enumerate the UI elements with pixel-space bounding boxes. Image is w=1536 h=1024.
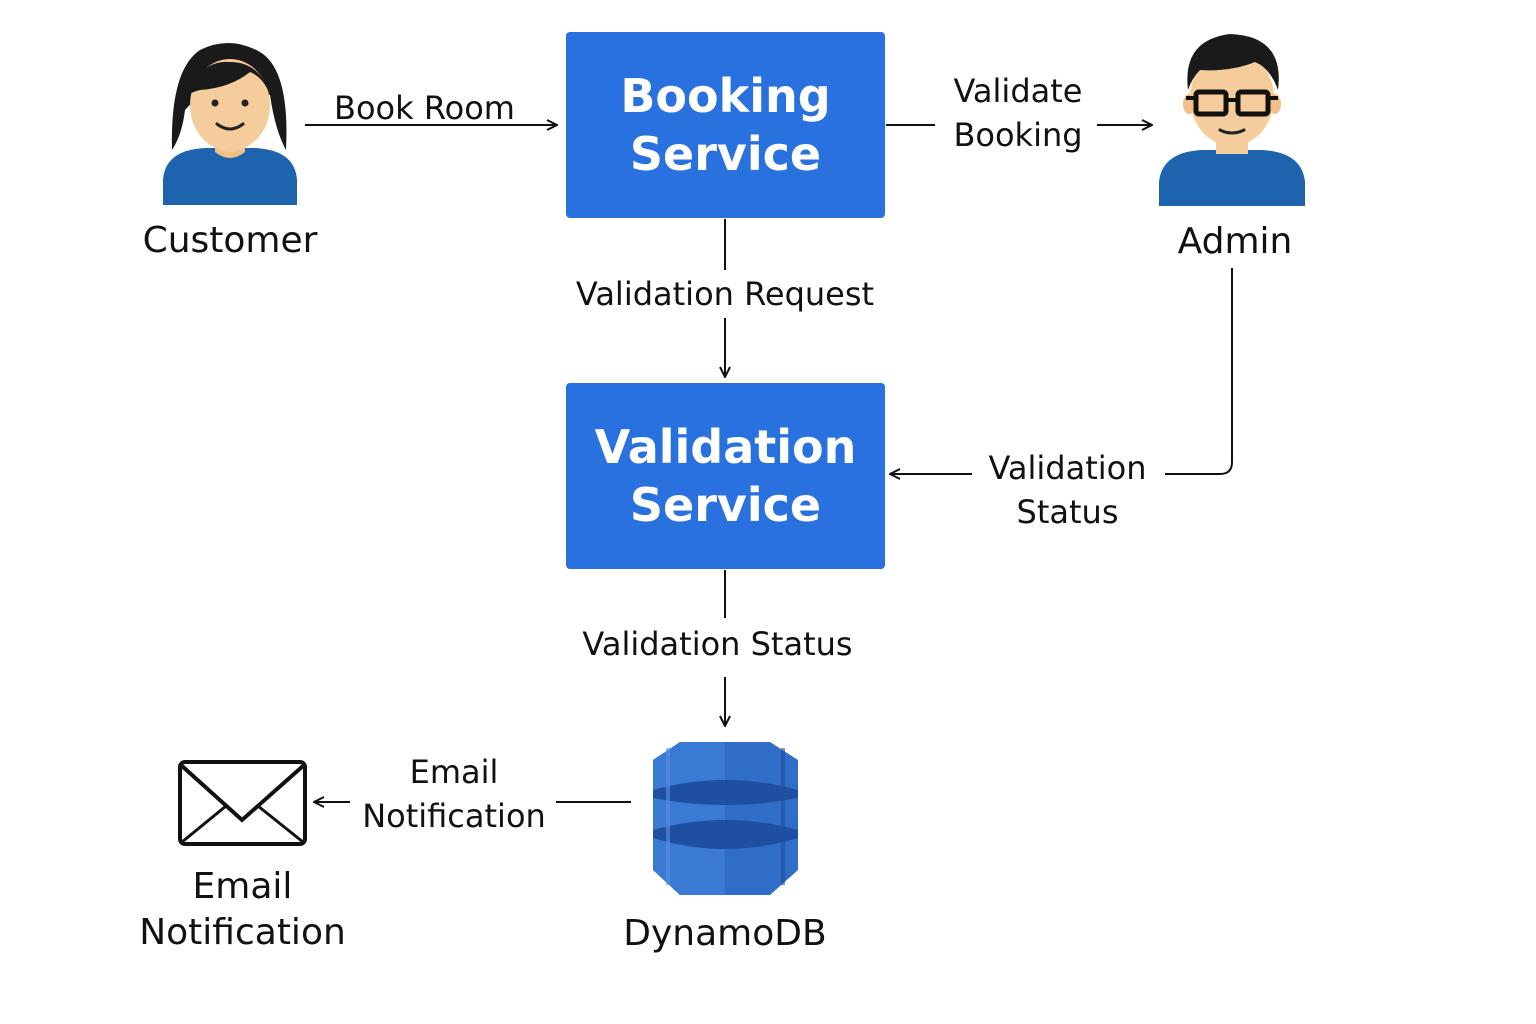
admin-label: Admin <box>1177 221 1293 262</box>
envelope-icon <box>178 760 307 846</box>
admin-status-label: Validation Status <box>975 446 1160 534</box>
email-notification-label: Email Notification <box>350 750 558 838</box>
validation-service-line1: Validation <box>594 420 857 474</box>
validation-status-label: Validation Status <box>582 625 853 663</box>
validate-booking-line2: Booking <box>953 116 1083 154</box>
validation-service-line2: Service <box>629 478 822 532</box>
email-node-line1: Email <box>192 866 293 907</box>
admin-status-line2: Status <box>1016 493 1119 531</box>
email-notification-line1: Email <box>409 753 499 791</box>
book-room-label: Book Room <box>334 89 515 127</box>
email-node-line2: Notification <box>139 912 346 953</box>
booking-service-line1: Booking <box>620 69 831 123</box>
admin-status-line1: Validation <box>988 449 1147 487</box>
customer-label: Customer <box>142 220 318 261</box>
validate-booking-line1: Validate <box>953 72 1083 110</box>
edge-admin-status-a <box>1165 268 1233 475</box>
email-node-label: Email Notification <box>120 864 365 956</box>
email-notification-line2: Notification <box>362 797 546 835</box>
booking-service-line2: Service <box>629 127 822 181</box>
admin-icon <box>1159 34 1305 206</box>
customer-icon <box>163 42 297 205</box>
validation-request-label: Validation Request <box>575 275 875 313</box>
validation-service-box: Validation Service <box>566 383 885 569</box>
dynamodb-label: DynamoDB <box>623 913 827 954</box>
validate-booking-label: Validate Booking <box>938 69 1098 157</box>
booking-service-box: Booking Service <box>566 32 885 218</box>
dynamodb-icon <box>653 742 798 895</box>
